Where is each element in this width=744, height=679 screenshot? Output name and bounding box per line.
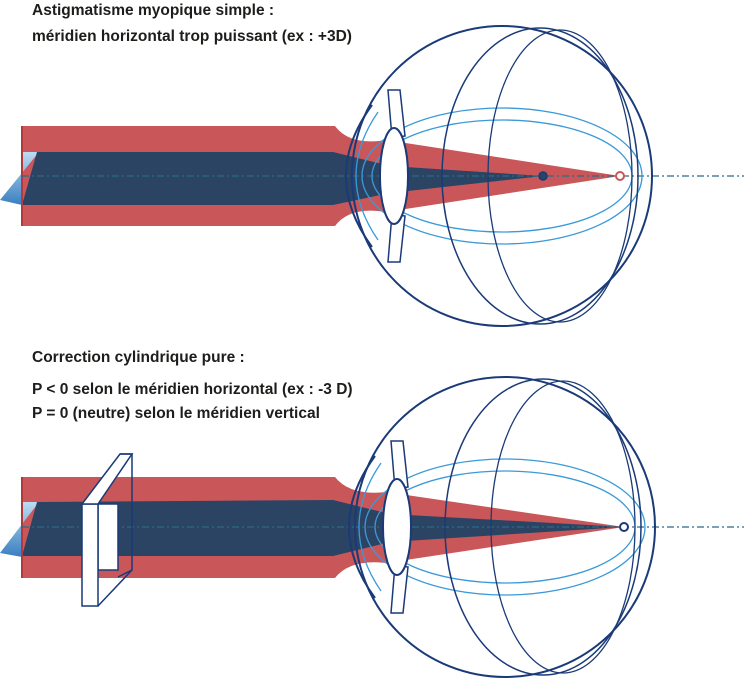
vertical-meridian-beam [22, 152, 543, 205]
eye-globe [351, 25, 653, 327]
crystalline-lens [382, 478, 412, 576]
cylindrical-lens [80, 453, 134, 607]
eye-meridian-ellipse [441, 27, 639, 325]
cylindrical-lens-front [81, 503, 99, 607]
crystalline-lens [379, 127, 409, 225]
top-title: Astigmatisme myopique simple : [32, 2, 275, 19]
eye-meridian-ellipse [364, 458, 646, 596]
iris-upper [390, 440, 409, 490]
bottom-line-1: P < 0 selon le méridien horizontal (ex :… [32, 381, 353, 398]
cylindrical-lens-edge [97, 569, 133, 607]
cornea [348, 455, 376, 599]
top-panel [0, 25, 744, 327]
eye-meridian-ellipse [487, 29, 633, 323]
cornea-inner [355, 111, 379, 241]
eye-meridian-ellipse [490, 380, 636, 674]
beam-base-plane [0, 502, 39, 557]
eye-meridian-ellipse [444, 378, 642, 676]
cornea [345, 104, 373, 248]
eye-globe [354, 376, 656, 678]
bottom-title: Correction cylindrique pure : [32, 349, 245, 366]
top-subtitle: méridien horizontal trop puissant (ex : … [32, 28, 352, 45]
iris-upper [387, 89, 406, 139]
cylindrical-lens-side [97, 503, 119, 571]
horizontal-focal-point [615, 171, 625, 181]
cornea-inner [358, 462, 382, 592]
vertical-focal-point [538, 171, 548, 181]
beam-base-plane [0, 152, 39, 205]
corrected-focal-point [619, 522, 629, 532]
eye-meridian-ellipse [361, 107, 643, 245]
bottom-panel [0, 376, 744, 678]
vertical-meridian-beam [22, 500, 624, 556]
cylindrical-lens-back [117, 453, 133, 578]
bottom-line-2: P = 0 (neutre) selon le méridien vertica… [32, 405, 320, 422]
